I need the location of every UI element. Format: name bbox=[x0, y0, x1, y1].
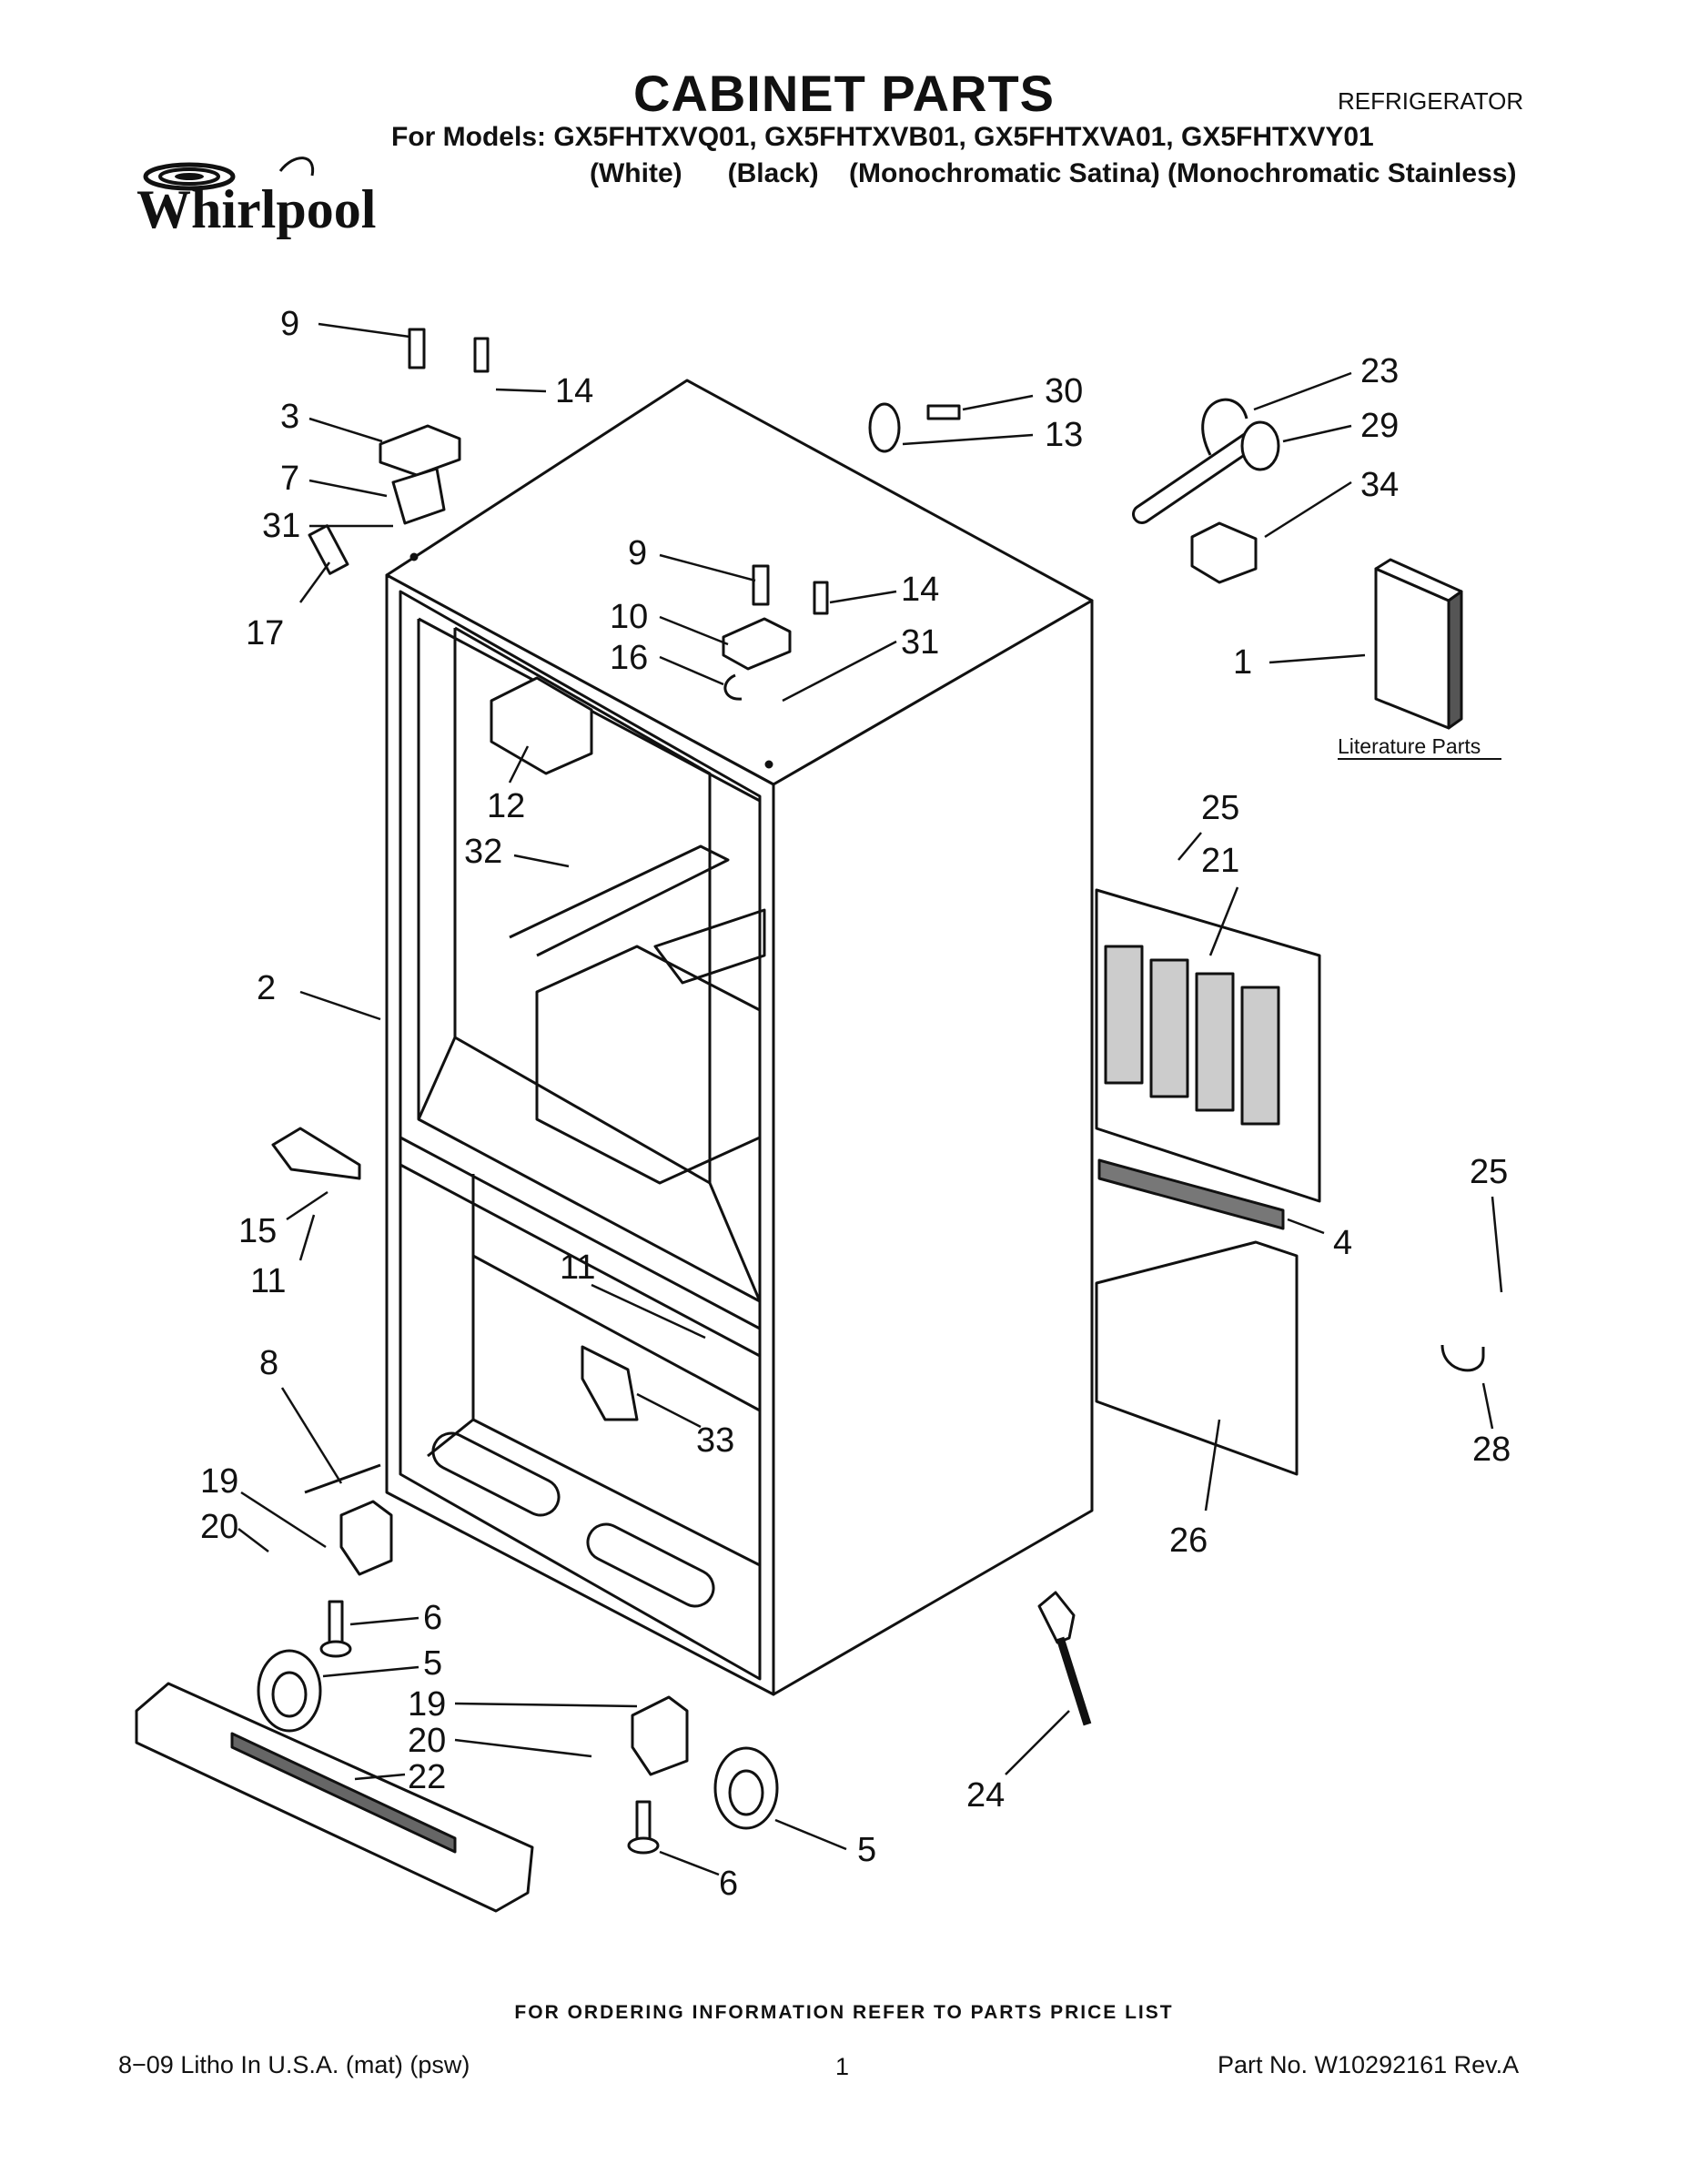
logo-wordmark: Whirlpool bbox=[136, 179, 376, 239]
callout: 11 bbox=[250, 1262, 286, 1300]
callout: 13 bbox=[1045, 416, 1083, 454]
ordering-note: FOR ORDERING INFORMATION REFER TO PARTS … bbox=[514, 2002, 1174, 2023]
callout: 10 bbox=[610, 598, 648, 636]
rear-grille-21 bbox=[1095, 888, 1321, 1203]
callout: 6 bbox=[719, 1865, 738, 1903]
callout: 5 bbox=[423, 1644, 442, 1683]
callout-labels: 9 14 3 7 31 17 30 13 23 29 34 9 14 10 16… bbox=[200, 305, 1511, 1903]
mid-hinge-33 bbox=[581, 1345, 639, 1421]
callout: 25 bbox=[1470, 1153, 1508, 1191]
mid-hinge-15 bbox=[271, 1127, 361, 1180]
tube-assembly bbox=[1132, 398, 1280, 584]
toe-strip-4 bbox=[1097, 1158, 1285, 1230]
callout: 11 bbox=[560, 1249, 595, 1287]
callout: 17 bbox=[246, 614, 284, 652]
callout: 3 bbox=[280, 398, 299, 436]
callout: 9 bbox=[280, 305, 299, 343]
callout: 8 bbox=[259, 1344, 278, 1382]
callout: 19 bbox=[200, 1462, 238, 1501]
tool-24 bbox=[1037, 1591, 1092, 1726]
callout: 24 bbox=[966, 1776, 1005, 1815]
print-info: 8−09 Litho In U.S.A. (mat) (psw) bbox=[118, 2051, 470, 2078]
callout: 9 bbox=[628, 534, 647, 572]
callout: 31 bbox=[262, 507, 300, 545]
kick-plate-22 bbox=[135, 1682, 534, 1913]
callout: 20 bbox=[200, 1508, 238, 1546]
models-line: For Models: GX5FHTXVQ01, GX5FHTXVB01, GX… bbox=[391, 122, 1374, 152]
callout: 21 bbox=[1201, 842, 1239, 880]
page-title: CABINET PARTS bbox=[632, 65, 1056, 122]
left-roller-assembly bbox=[257, 1463, 393, 1733]
variants-line: (White) (Black) (Monochromatic Satina) (… bbox=[590, 158, 1517, 188]
leader-lines bbox=[238, 322, 1503, 1876]
part-number: Part No. W10292161 Rev.A bbox=[1218, 2051, 1520, 2078]
page-number: 1 bbox=[835, 2053, 850, 2080]
clamp-28 bbox=[1440, 1344, 1485, 1372]
callout: 4 bbox=[1333, 1224, 1352, 1262]
callout: 25 bbox=[1201, 789, 1239, 827]
part-13-30 bbox=[868, 402, 961, 453]
callout: 28 bbox=[1472, 1431, 1511, 1469]
callout: 15 bbox=[238, 1212, 277, 1250]
literature-parts-label: Literature Parts bbox=[1338, 734, 1481, 758]
callout: 6 bbox=[423, 1599, 442, 1637]
panel-26 bbox=[1095, 1240, 1299, 1476]
callout: 22 bbox=[408, 1758, 446, 1796]
callout: 26 bbox=[1169, 1522, 1208, 1560]
appliance-category: REFRIGERATOR bbox=[1338, 87, 1524, 115]
callout: 29 bbox=[1360, 407, 1399, 445]
callout: 1 bbox=[1233, 643, 1252, 682]
whirlpool-logo: Whirlpool bbox=[136, 157, 376, 239]
callout: 23 bbox=[1360, 352, 1399, 390]
bracket-12 bbox=[490, 676, 593, 775]
callout: 32 bbox=[464, 833, 502, 871]
callout: 14 bbox=[901, 571, 939, 609]
callout: 31 bbox=[901, 623, 939, 662]
top-left-hinge bbox=[308, 328, 490, 575]
callout: 5 bbox=[857, 1831, 876, 1869]
callout: 33 bbox=[696, 1421, 734, 1460]
callout: 34 bbox=[1360, 466, 1399, 504]
callout: 16 bbox=[610, 639, 648, 677]
callout: 2 bbox=[257, 969, 276, 1007]
callout: 7 bbox=[280, 460, 299, 498]
top-center-hinge bbox=[722, 564, 829, 701]
callout: 19 bbox=[408, 1685, 446, 1724]
right-roller-assembly bbox=[627, 1695, 779, 1855]
callout: 14 bbox=[555, 372, 593, 410]
callout: 12 bbox=[487, 787, 525, 825]
callout: 20 bbox=[408, 1722, 446, 1760]
callout: 30 bbox=[1045, 372, 1083, 410]
